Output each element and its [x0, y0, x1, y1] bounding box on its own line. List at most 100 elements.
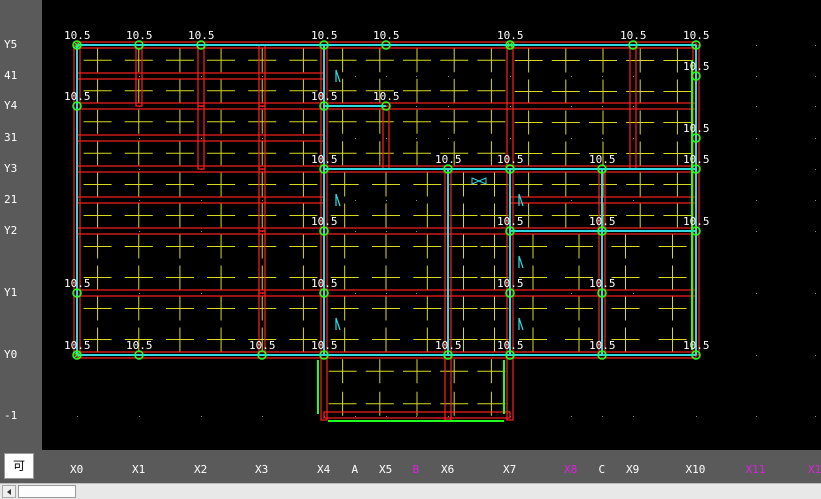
column-node — [597, 288, 607, 298]
node-value-label: 10.5 — [589, 277, 616, 290]
opening-symbol — [518, 193, 524, 207]
grid-dot — [510, 76, 511, 77]
beam — [323, 411, 511, 419]
drawing-canvas[interactable]: 10.5 10.5 10.5 10.5 10.5 10.5 10.5 10.5 10.5 10.5… — [42, 0, 821, 450]
grid-dot — [756, 76, 757, 77]
x-axis-label: X9 — [626, 463, 640, 476]
column-node — [505, 164, 515, 174]
grid-dot — [139, 169, 140, 170]
column-node — [691, 40, 701, 50]
node-value-label: 10.5 — [64, 339, 91, 352]
opening-symbol — [335, 317, 341, 331]
node-value-label: 10.5 — [620, 29, 647, 42]
grid-dot — [139, 76, 140, 77]
node-value-label: 10.5 — [683, 122, 710, 135]
grid-dot — [571, 138, 572, 139]
floor-plan-svg[interactable]: 10.5 10.5 10.5 10.5 10.5 10.5 10.5 10.5 10.5 10.5… — [42, 0, 821, 450]
grid-dot — [756, 138, 757, 139]
grid-dot — [756, 416, 757, 417]
bottom-axis-ruler — [0, 450, 821, 483]
column-node — [691, 350, 701, 360]
grid-dot — [510, 106, 511, 107]
column-node — [319, 40, 329, 50]
column-node — [319, 288, 329, 298]
grid-dot — [355, 138, 356, 139]
scroll-thumb[interactable] — [18, 485, 76, 498]
x-axis-label: X5 — [379, 463, 393, 476]
node-value-label: 10.5 — [435, 153, 462, 166]
grid-dot — [139, 200, 140, 201]
grid-dot — [386, 293, 387, 294]
column-nodes — [72, 40, 701, 360]
column-node — [134, 40, 144, 50]
grid-dot — [355, 76, 356, 77]
grid-dot — [815, 106, 816, 107]
node-value-label: 10.5 — [126, 339, 153, 352]
y-axis-label: -1 — [4, 409, 18, 422]
node-value-label: 10.5 — [64, 29, 91, 42]
x-axis-label: X6 — [441, 463, 455, 476]
node-value-label: 10.5 — [373, 29, 400, 42]
grid-dot — [815, 231, 816, 232]
node-value-label: 10.5 — [311, 29, 338, 42]
grid-dot — [355, 200, 356, 201]
column-node-cross — [506, 41, 514, 49]
grid-dot — [571, 416, 572, 417]
node-value-label: 10.5 — [497, 153, 524, 166]
grid-dot — [756, 355, 757, 356]
node-value-label: 10.5 — [311, 90, 338, 103]
grid-dot — [386, 416, 387, 417]
grid-dot — [386, 76, 387, 77]
node-value-label: 10.5 — [683, 60, 710, 73]
grid-dot — [201, 138, 202, 139]
grid-dot — [756, 106, 757, 107]
grid-dot — [416, 416, 417, 417]
x-axis-label: X2 — [194, 463, 208, 476]
node-value-label: 10.5 — [126, 29, 153, 42]
opening-symbol — [518, 255, 524, 269]
column-node — [597, 226, 607, 236]
grid-dot — [756, 45, 757, 46]
y-axis-label: 41 — [4, 69, 18, 82]
grid-dot — [139, 138, 140, 139]
node-value-label: 10.5 — [311, 215, 338, 228]
x-axis-label: X10 — [685, 463, 706, 476]
column-node — [443, 350, 453, 360]
grid-dot — [602, 76, 603, 77]
node-value-label: 10.5 — [683, 339, 710, 352]
y-axis-label: Y4 — [4, 99, 18, 112]
grid-dot — [510, 138, 511, 139]
opening-symbol — [335, 193, 341, 207]
grid-dot — [602, 416, 603, 417]
column-node — [691, 71, 701, 81]
x-axis-label: X3 — [255, 463, 269, 476]
scroll-left-arrow-icon[interactable] — [2, 485, 16, 498]
node-value-label: 10.5 — [497, 215, 524, 228]
grid-dot — [262, 138, 263, 139]
symbols — [335, 69, 524, 331]
column-node — [691, 226, 701, 236]
grid-dot — [201, 293, 202, 294]
x-axis-label: X1 — [808, 463, 821, 476]
grid-dot — [815, 200, 816, 201]
grid-dot — [815, 45, 816, 46]
y-axis-label: Y1 — [4, 286, 18, 299]
x-axis-label: C — [598, 463, 606, 476]
column-node-cross — [73, 351, 81, 359]
grid-dot — [355, 231, 356, 232]
grid-dot — [756, 231, 757, 232]
layer-tab-button[interactable]: 可 — [4, 453, 34, 479]
grid-dot — [201, 416, 202, 417]
node-value-label: 10.5 — [188, 29, 215, 42]
node-value-label: 10.5 — [589, 339, 616, 352]
grid-dot — [355, 416, 356, 417]
node-labels: 10.5 10.5 10.5 10.5 10.5 10.5 10.5 10.5 10.5 10.5… — [64, 29, 710, 352]
grid-dot — [696, 416, 697, 417]
y-axis-label: 31 — [4, 131, 18, 144]
column-node — [505, 40, 515, 50]
grid-dot — [571, 293, 572, 294]
horizontal-scrollbar[interactable] — [0, 483, 821, 499]
grid-dot — [815, 138, 816, 139]
rebar-marks — [83, 48, 692, 416]
